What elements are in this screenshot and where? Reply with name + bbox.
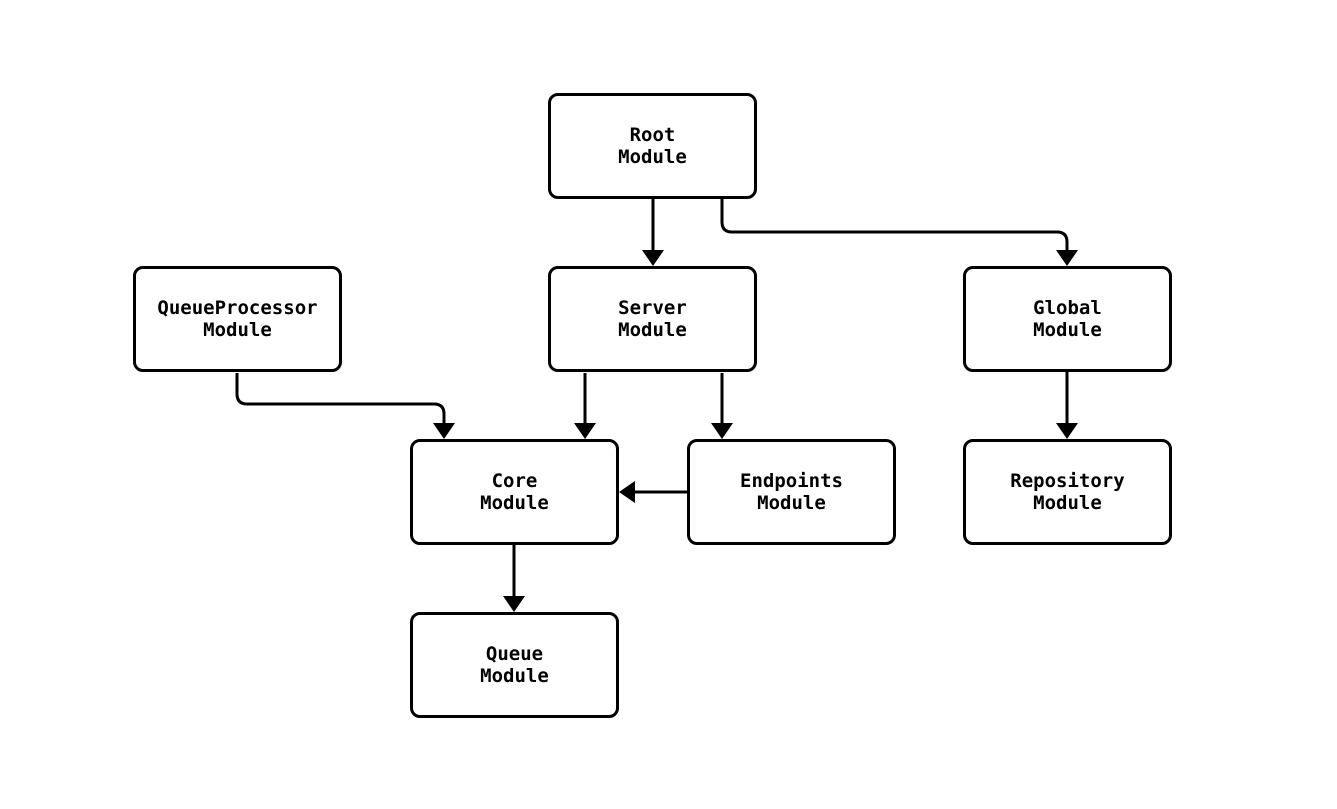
node-root-module: Root Module xyxy=(548,93,757,199)
node-endpoints-module: Endpoints Module xyxy=(687,439,896,545)
edge-endpoints-to-core xyxy=(619,481,687,503)
edge-queueprocessor-to-core xyxy=(235,373,455,439)
node-core-module: Core Module xyxy=(410,439,619,545)
node-server-module: Server Module xyxy=(548,266,757,372)
edge-server-to-core xyxy=(574,373,596,439)
edge-core-to-queue xyxy=(503,545,525,612)
edge-server-to-endpoints xyxy=(711,373,733,439)
node-global-module: Global Module xyxy=(963,266,1172,372)
edge-root-to-server xyxy=(642,198,664,266)
node-repository-module: Repository Module xyxy=(963,439,1172,545)
node-queue-module: Queue Module xyxy=(410,612,619,718)
edge-global-to-repository xyxy=(1056,372,1078,439)
edge-root-to-global xyxy=(720,198,1078,266)
node-queueprocessor-module: QueueProcessor Module xyxy=(133,266,342,372)
